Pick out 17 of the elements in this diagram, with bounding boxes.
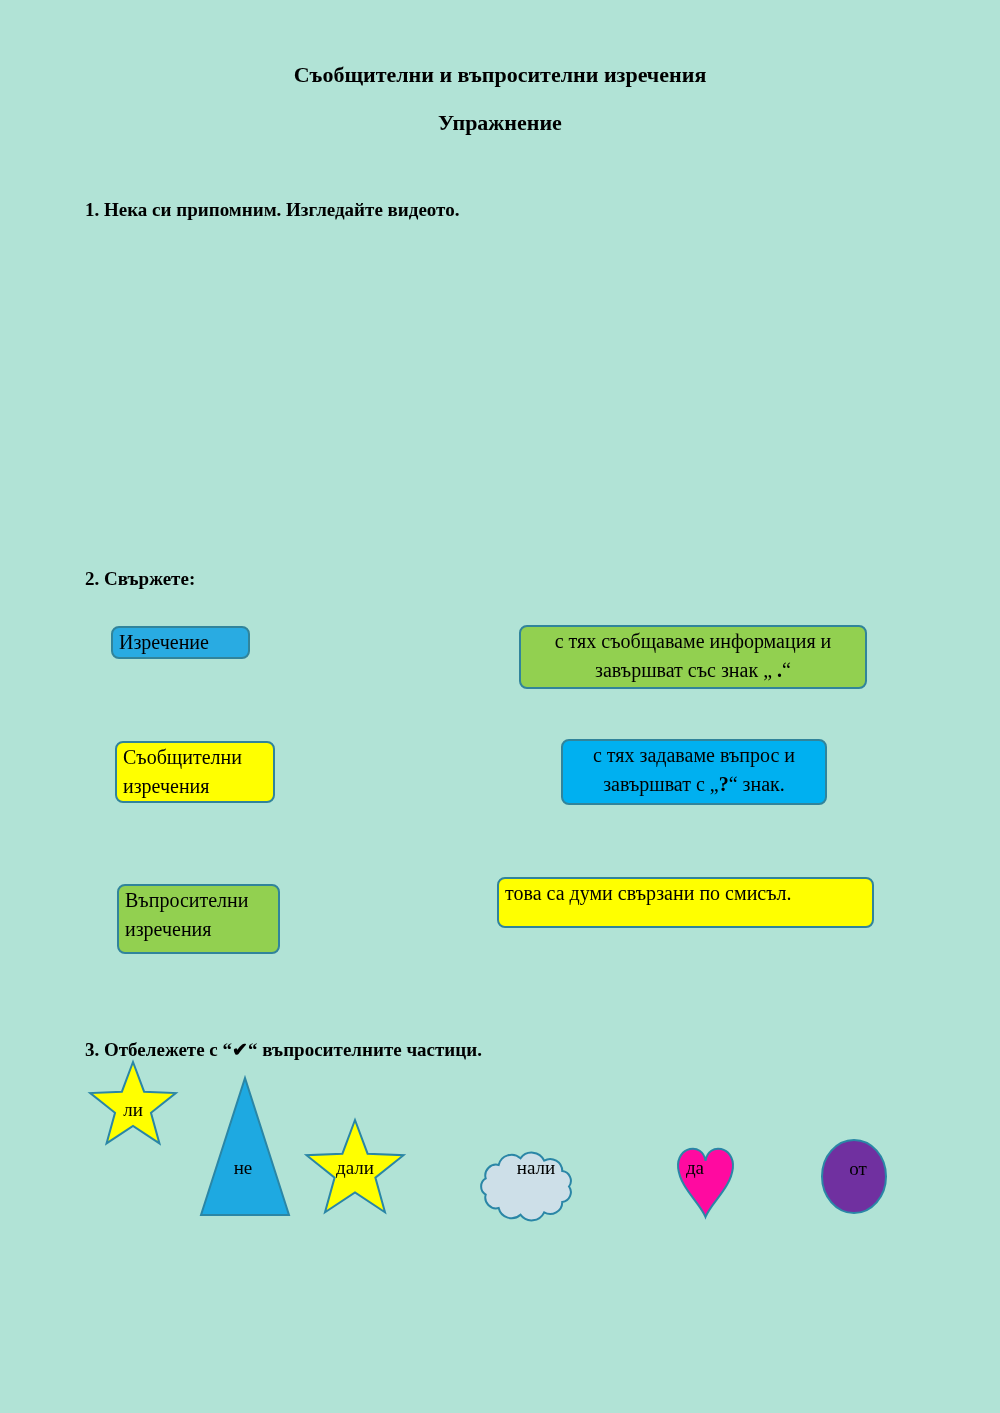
particle-word: ли [123,1099,143,1121]
particle-word: нали [516,1157,556,1179]
particle-word: не [233,1157,253,1179]
exercise-instruction: 1. Нека си припомним. Изгледайте видеото. [85,199,460,221]
answer-card: Изречение [111,626,250,659]
subtitle: Упражнение [437,110,563,136]
answer-card: Въпросителни изречения [117,884,280,954]
title: Съобщителни и въпросителни изречения [292,62,708,88]
exercise-instruction: 2. Свържете: [85,568,196,590]
exercise-instruction: 3. Отбележете с “✔“ въпросителните частици. [85,1038,482,1061]
answer-card: това са думи свързани по смисъл. [497,877,874,928]
answer-card: с тях съобщаваме информация и завършват със знак „ .“ [519,625,867,689]
particle-word: дали [336,1157,374,1179]
answer-card: Съобщителни изречения [115,741,275,803]
particle-word: от [849,1158,867,1180]
answer-card: с тях задаваме въпрос и завършват с „?“ знак. [561,739,827,805]
particle-word: да [685,1157,705,1179]
